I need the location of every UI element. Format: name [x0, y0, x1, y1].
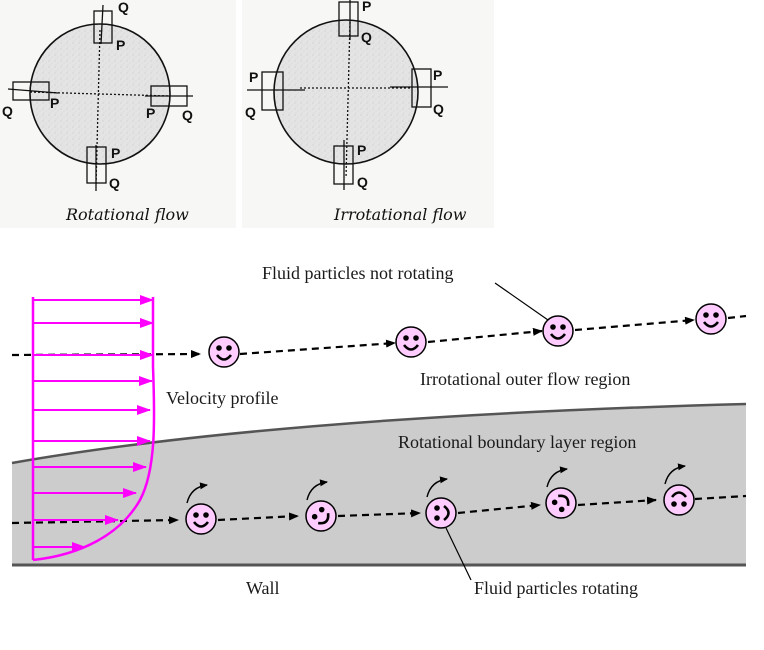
- label-p: P: [362, 0, 371, 14]
- label-q: Q: [245, 104, 256, 120]
- fluid-particle: [663, 463, 695, 516]
- label-q: Q: [433, 101, 444, 117]
- boundary-layer-region: [12, 404, 746, 565]
- element-bottom: P Q: [86, 145, 120, 191]
- fluid-particle: [305, 479, 337, 532]
- label-q: Q: [182, 107, 193, 123]
- fluid-element-circle: [273, 19, 419, 165]
- fluid-element-circle: [29, 23, 171, 165]
- particle-body: [208, 336, 240, 368]
- smiley-face-icon: [434, 504, 450, 522]
- element-top: P Q: [338, 0, 372, 45]
- smiley-face-icon: [402, 335, 420, 351]
- label-p: P: [146, 105, 155, 121]
- rotation-arrow-icon: [306, 479, 328, 501]
- label-rotating: Fluid particles rotating: [474, 578, 638, 598]
- smiley-face-icon: [551, 494, 570, 513]
- label-p: P: [116, 37, 125, 53]
- label-q: Q: [109, 175, 120, 191]
- element-bottom: P Q: [333, 140, 368, 190]
- rotational-flow-panel: P Q P Q P Q P Q Rotational flow: [0, 0, 236, 228]
- element-left: P Q: [2, 81, 59, 119]
- label-p: P: [249, 69, 258, 85]
- fluid-particle: [208, 336, 240, 368]
- fluid-particle: [695, 303, 727, 335]
- inner-particles: [185, 463, 695, 535]
- particle-body: [425, 497, 457, 529]
- rotation-arrow-icon: [664, 463, 686, 485]
- particle-body: [395, 326, 427, 358]
- element-right: P Q: [145, 85, 193, 123]
- label-q: Q: [357, 174, 368, 190]
- smiley-face-icon: [311, 506, 330, 525]
- leader-not-rotating: [494, 282, 549, 321]
- element-right: P Q: [390, 67, 448, 117]
- label-p: P: [433, 67, 442, 83]
- label-q: Q: [361, 29, 372, 45]
- outer-particles: [208, 303, 727, 368]
- label-p: P: [50, 95, 59, 111]
- inner-pathline: [11, 494, 747, 525]
- fluid-particle: [545, 466, 577, 519]
- particle-body: [185, 503, 217, 535]
- fluid-particle: [425, 476, 457, 529]
- label-boundary-region: Rotational boundary layer region: [398, 432, 636, 452]
- fluid-particle: [395, 326, 427, 358]
- caption-rotational: Rotational flow: [65, 205, 189, 224]
- particle-body: [663, 484, 695, 516]
- label-velocity-profile: Velocity profile: [166, 388, 278, 408]
- element-top: P Q: [93, 0, 129, 53]
- rotation-arrow-icon: [186, 482, 208, 504]
- particle-body: [695, 303, 727, 335]
- label-wall: Wall: [246, 578, 280, 598]
- horizontal-diameter: [29, 91, 171, 97]
- smiley-face-icon: [702, 312, 720, 328]
- label-p: P: [357, 142, 366, 158]
- particle-body: [542, 315, 574, 347]
- label-outer-region: Irrotational outer flow region: [420, 369, 630, 389]
- label-not-rotating: Fluid particles not rotating: [262, 263, 453, 283]
- smiley-face-icon: [192, 512, 210, 528]
- smiley-face-icon: [670, 491, 688, 507]
- rotation-arrow-icon: [546, 466, 568, 488]
- irrotational-flow-panel: P Q P Q P Q P Q Irrotational flow: [242, 0, 494, 228]
- boundary-layer-edge: [11, 402, 747, 465]
- smiley-face-icon: [549, 324, 567, 340]
- smiley-face-icon: [215, 345, 233, 361]
- particle-body: [545, 487, 577, 519]
- leader-rotating: [445, 527, 472, 581]
- velocity-profile: [31, 295, 156, 562]
- fluid-particle: [542, 315, 574, 347]
- rotation-arrow-icon: [426, 476, 448, 498]
- caption-irrotational: Irrotational flow: [333, 205, 467, 224]
- label-q: Q: [2, 103, 13, 119]
- label-p: P: [111, 145, 120, 161]
- outer-pathline: [11, 314, 747, 359]
- fluid-particle: [185, 482, 217, 535]
- particle-body: [305, 500, 337, 532]
- boundary-layer-diagram: Fluid particles not rotating Velocity pr…: [11, 263, 747, 598]
- label-q: Q: [118, 0, 129, 15]
- element-left: P Q: [245, 69, 305, 120]
